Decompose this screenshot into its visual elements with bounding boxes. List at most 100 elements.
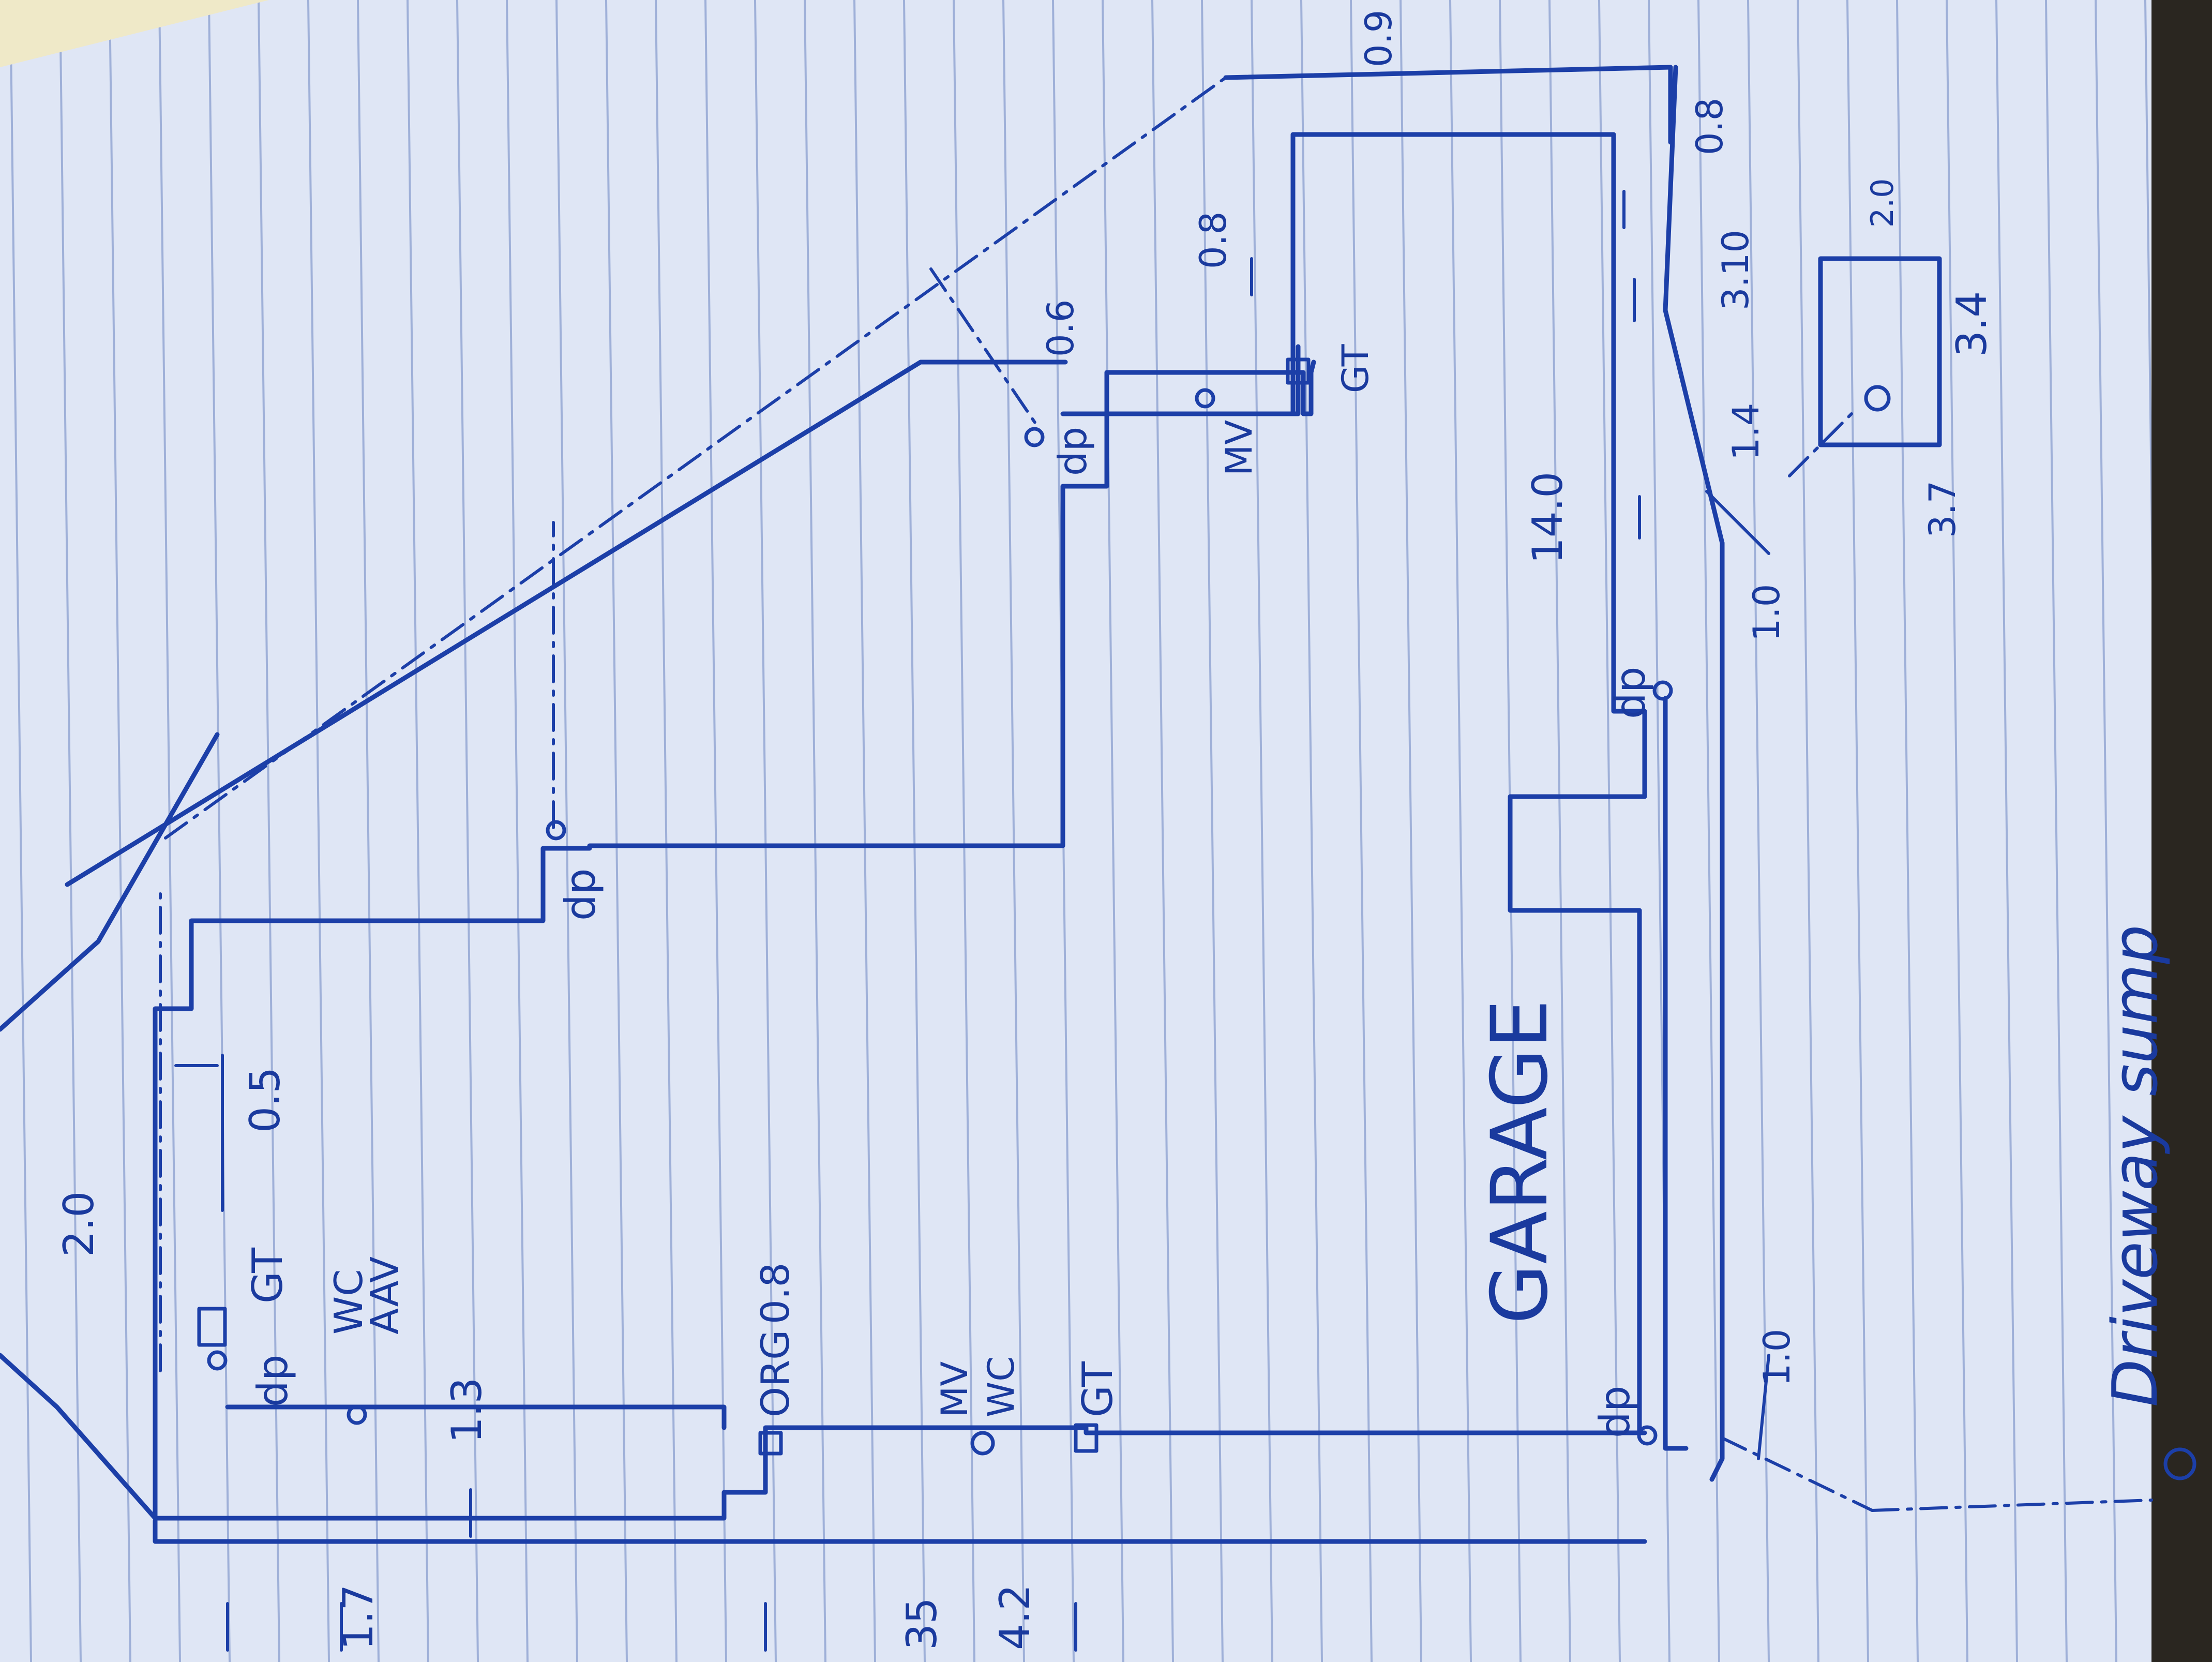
bay-outline-right [1060,344,1301,416]
ruled-line [59,0,82,1662]
ruled-line [754,0,777,1662]
gt-label: GT [244,1247,292,1304]
ruled-line [109,0,131,1662]
dimension-label: 3.4 [1948,291,1996,357]
house-wall-lower-left [153,1518,1647,1544]
mv-icon [1195,388,1215,409]
ruled-line [1002,0,1025,1662]
dp-icon [546,820,566,841]
wc-label: WC [326,1269,371,1335]
wc-label: WC [980,1356,1022,1417]
dimension-label: 35 [898,1597,946,1650]
ruled-line [1995,0,2018,1662]
ruled-line [1201,0,1224,1662]
dp-label: dp [1591,1385,1639,1438]
dimension-label: 1.0 [1745,584,1788,641]
ruled-line [1400,0,1422,1662]
ruled-line [307,0,330,1662]
ruled-line [357,0,380,1662]
mv-icon [970,1431,995,1456]
gt-icon [1286,357,1311,385]
aav-label: AAV [362,1256,408,1335]
dimension-label: 14.0 [1524,472,1572,564]
ruled-line [1151,0,1174,1662]
ruled-line [555,0,578,1662]
drain-run-diagonal [164,76,1227,840]
ruled-line [804,0,826,1662]
ruled-line [456,0,479,1662]
dimension-label: 0.8 [1192,212,1235,269]
wc-aav-icon [347,1404,367,1425]
ruled-line [1697,0,1720,1662]
ruled-line [1896,0,1919,1662]
ruled-line [407,0,429,1662]
dimension-label: 0.9 [1358,10,1400,67]
gt-label: GT [1334,344,1377,393]
ruled-line [704,0,727,1662]
driveway-sump-icon [2163,1447,2196,1480]
dimension-label: 3.10 [1714,230,1757,310]
dimension-label: 0.5 [241,1067,289,1133]
sump-icon [1864,385,1891,412]
ruled-line [953,0,975,1662]
gt-icon [197,1307,227,1347]
binding-edge [2151,0,2212,1662]
ruled-line [1350,0,1373,1662]
ruled-line [1946,0,1968,1662]
garage-label: GARAGE [1475,999,1565,1324]
ruled-line [1251,0,1273,1662]
house-outline-bottom [153,1425,1647,1521]
dp-icon [1024,427,1045,447]
mv-label: MV [934,1361,976,1417]
drain-run-bay [929,267,1041,431]
ruled-line [1846,0,1869,1662]
dimension-label: 0.6 [1040,300,1082,357]
ruled-line [9,0,32,1662]
ruled-line [258,0,280,1662]
dimension-label: 3.7 [1921,481,1964,538]
ruled-line [1797,0,1819,1662]
drain-run-bottom [1871,1499,2153,1512]
ruled-line [1449,0,1472,1662]
org-icon [758,1431,783,1456]
drain-run-sump-link [1788,412,1853,477]
org-label: ORG [753,1330,798,1417]
dp-label: dp [1050,427,1095,476]
house-outline-left [153,360,1316,1521]
gt-icon [1074,1423,1099,1453]
driveway-sump-label: Driveway sump [2100,925,2172,1407]
ruled-line [1598,0,1621,1662]
ruled-line [1300,0,1323,1662]
paper-edge [0,0,269,67]
dimension-label: 1.7 [334,1584,382,1650]
roof-diagonal-outer [1223,65,1673,145]
dp-label: dp [249,1354,297,1407]
dimension-label: 4.2 [991,1584,1039,1650]
ruled-line [2095,0,2117,1662]
ruled-line [605,0,628,1662]
dp-icon [207,1350,228,1371]
dimension-label: 0.8 [1689,98,1731,155]
garage-inner-top [1290,132,1647,799]
dimension-label: 1.0 [1756,1329,1798,1386]
ruled-line [506,0,529,1662]
dimension-label: 0.8 [753,1263,798,1324]
sump-pit [1818,256,1942,447]
ruled-line [158,0,181,1662]
dim-line [1705,490,1770,555]
ruled-line [853,0,876,1662]
dimension-label: 2.0 [55,1191,103,1257]
boundary-left-top [0,732,220,1032]
garage-front [1663,696,1689,1451]
roof-diagonal-inner [65,360,1068,887]
gt-label: GT [1074,1361,1122,1417]
ruled-line [655,0,678,1662]
dim-line [1757,1354,1770,1460]
ruled-line [208,0,231,1662]
dimension-label: 1.4 [1725,403,1767,460]
ruled-line [903,0,926,1662]
dimension-label: 2.0 [1864,178,1901,228]
dp-label: dp [556,868,605,921]
